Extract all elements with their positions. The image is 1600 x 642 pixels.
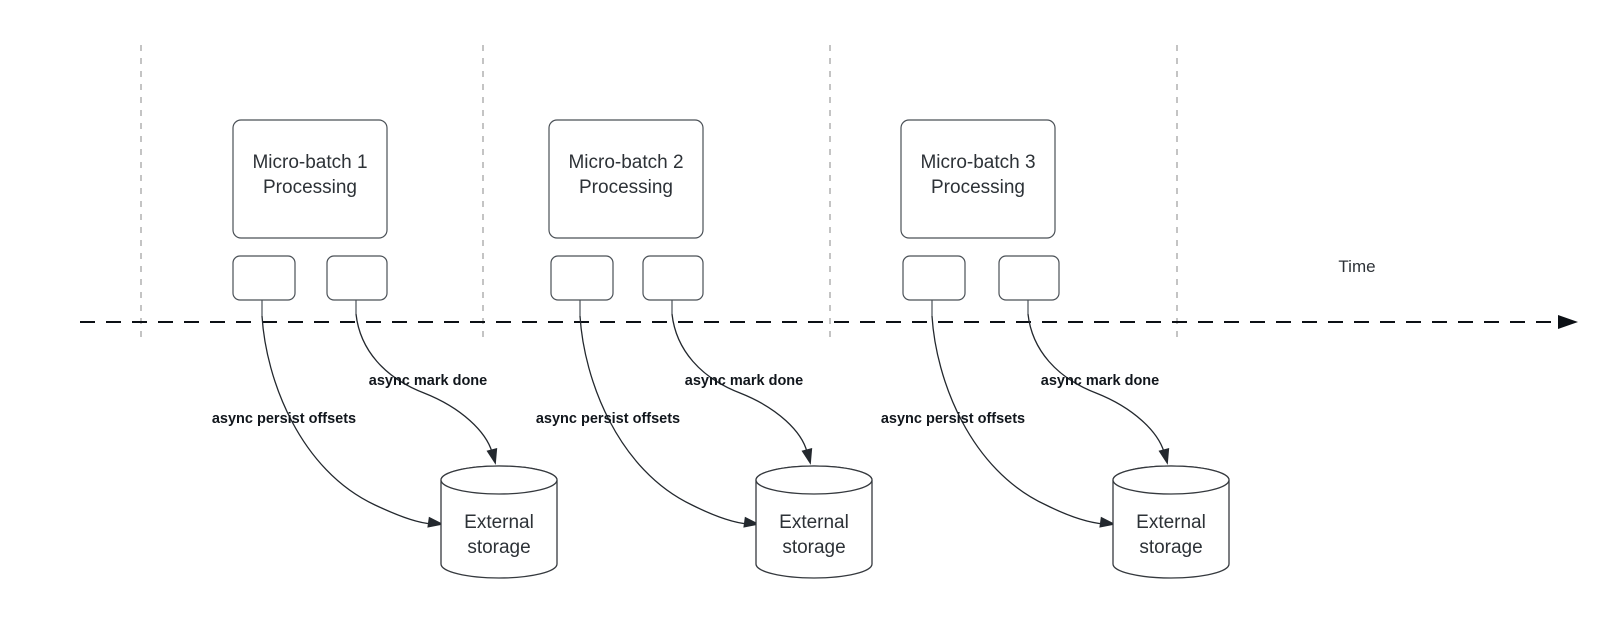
async-persist-offsets-edge: async persist offsets (536, 315, 760, 528)
micro-batch-label-line1: Micro-batch 2 (568, 152, 683, 173)
async-persist-offsets-edge-path (579, 315, 749, 525)
storage-label-line2: storage (1139, 537, 1202, 558)
micro-batch-box-shape[interactable] (900, 119, 1056, 239)
group-2: Micro-batch 2 Processing async persist off… (536, 119, 873, 579)
async-mark-done-edge-label: async mark done (1041, 373, 1159, 389)
async-persist-offsets-edge-label: async persist offsets (212, 411, 356, 427)
mark-done-task[interactable] (998, 255, 1060, 314)
async-mark-done-edge-arrowhead (486, 448, 498, 465)
async-persist-offsets-edge-path (261, 315, 433, 525)
group-1: Micro-batch 1 Processing async persist off… (212, 119, 558, 579)
async-mark-done-edge-arrowhead (801, 448, 813, 465)
micro-batch-box-shape[interactable] (232, 119, 388, 239)
async-mark-done-edge-path (355, 313, 493, 453)
storage-label-line1: External (779, 512, 849, 533)
external-storage-cylinder[interactable]: External storage (440, 465, 558, 579)
async-mark-done-edge: async mark done (671, 313, 813, 465)
async-mark-done-edge-path (671, 313, 808, 453)
micro-batch-label-line1: Micro-batch 1 (252, 152, 367, 173)
external-storage-cylinder[interactable]: External storage (755, 465, 873, 579)
group-3: Micro-batch 3 Processing async persist off… (881, 119, 1230, 579)
micro-batch-label-line2: Processing (931, 177, 1025, 198)
async-persist-offsets-edge-label: async persist offsets (536, 411, 680, 427)
time-axis-arrowhead (1558, 315, 1578, 329)
time-axis: Time (80, 257, 1578, 329)
async-mark-done-edge-arrowhead (1158, 448, 1170, 465)
timeline-grid (140, 45, 1178, 337)
persist-offsets-task[interactable] (232, 255, 296, 316)
mark-done-task-shape[interactable] (998, 255, 1060, 301)
async-persist-offsets-edge-arrowhead (427, 516, 444, 528)
async-persist-offsets-edge-label: async persist offsets (881, 411, 1025, 427)
persist-offsets-task[interactable] (902, 255, 966, 316)
async-mark-done-edge-path (1027, 313, 1165, 453)
time-axis-label: Time (1338, 257, 1375, 276)
external-storage-cylinder[interactable]: External storage (1112, 465, 1230, 579)
micro-batch-box-shape[interactable] (548, 119, 704, 239)
micro-batch-label-line2: Processing (263, 177, 357, 198)
mark-done-task-shape[interactable] (326, 255, 388, 301)
storage-label-line2: storage (782, 537, 845, 558)
async-mark-done-edge-label: async mark done (685, 373, 803, 389)
storage-cylinder-top (440, 465, 558, 495)
async-mark-done-edge-label: async mark done (369, 373, 487, 389)
storage-cylinder-top (755, 465, 873, 495)
persist-offsets-task-shape[interactable] (902, 255, 966, 301)
async-mark-done-edge: async mark done (1027, 313, 1170, 465)
async-persist-offsets-edge-arrowhead (1099, 516, 1116, 528)
mark-done-task[interactable] (642, 255, 704, 314)
persist-offsets-task-shape[interactable] (232, 255, 296, 301)
storage-label-line1: External (464, 512, 534, 533)
persist-offsets-task-shape[interactable] (550, 255, 614, 301)
micro-batch-label-line2: Processing (579, 177, 673, 198)
async-mark-done-edge: async mark done (355, 313, 498, 465)
async-persist-offsets-edge: async persist offsets (212, 315, 444, 528)
micro-batch-box[interactable]: Micro-batch 2 Processing (548, 119, 704, 239)
micro-batch-box[interactable]: Micro-batch 1 Processing (232, 119, 388, 239)
storage-cylinder-top (1112, 465, 1230, 495)
micro-batch-box[interactable]: Micro-batch 3 Processing (900, 119, 1056, 239)
mark-done-task[interactable] (326, 255, 388, 314)
async-persist-offsets-edge-path (931, 315, 1105, 525)
mark-done-task-shape[interactable] (642, 255, 704, 301)
storage-label-line1: External (1136, 512, 1206, 533)
micro-batch-label-line1: Micro-batch 3 (920, 152, 1035, 173)
async-persist-offsets-edge: async persist offsets (881, 315, 1116, 528)
storage-label-line2: storage (467, 537, 530, 558)
persist-offsets-task[interactable] (550, 255, 614, 316)
